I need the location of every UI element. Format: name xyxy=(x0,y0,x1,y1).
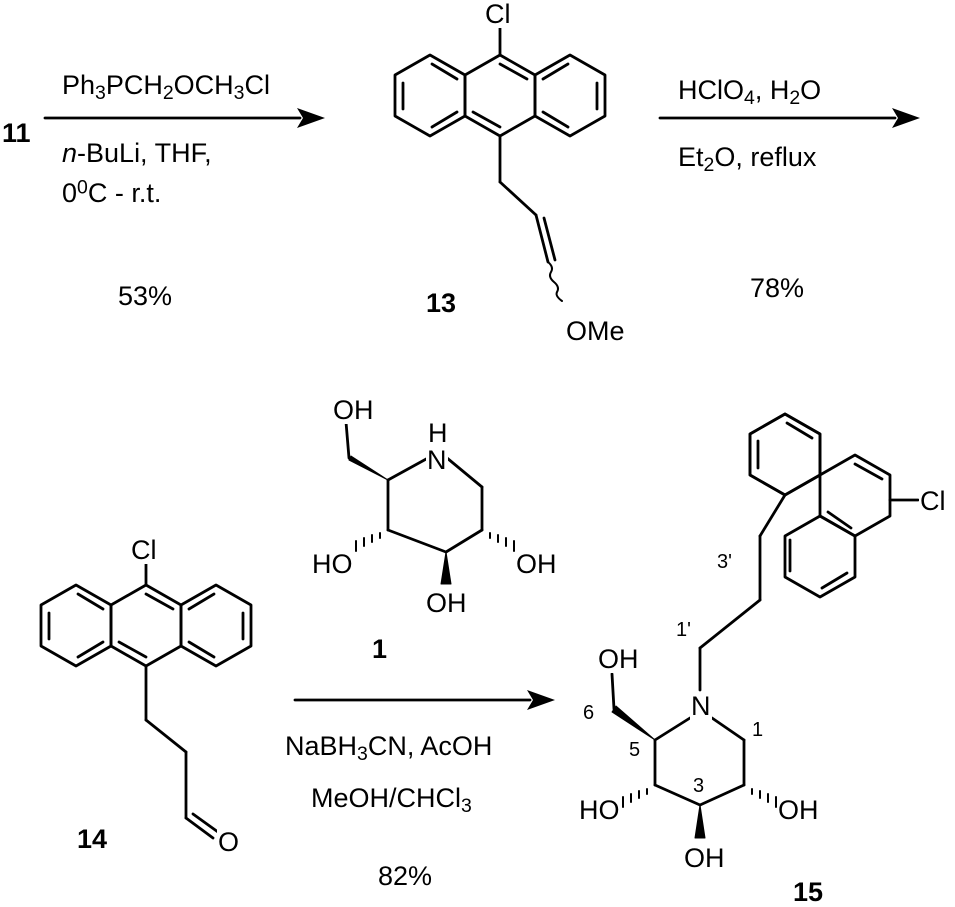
position-label-3: 3 xyxy=(693,775,705,797)
atom-oh-c6-15: OH xyxy=(597,644,640,674)
atom-oh-c4-1: OH xyxy=(515,549,558,579)
position-label-1prime: 1' xyxy=(676,619,691,641)
atom-n-1: N xyxy=(426,445,448,475)
position-label-6: 6 xyxy=(583,702,595,724)
atom-oh-c6-1: OH xyxy=(332,395,375,425)
arrow-step1 xyxy=(43,108,325,128)
compound-label-15: 15 xyxy=(793,877,824,907)
step2-solvent: Et2O, reflux xyxy=(678,142,817,176)
atom-n-15: N xyxy=(690,691,712,721)
atom-oh-c3-1: OH xyxy=(425,588,468,618)
step2-acid: HClO4, H2O xyxy=(678,75,822,109)
atom-oh-c3-15: OH xyxy=(683,843,726,873)
step3-yield: 82% xyxy=(378,861,433,891)
atom-cl-15: Cl xyxy=(919,486,947,516)
arrow-step2 xyxy=(658,108,920,128)
atom-cl-14: Cl xyxy=(130,535,158,565)
position-label-3prime: 3' xyxy=(717,551,732,573)
step1-temperature: 00C - r.t. xyxy=(62,176,162,208)
structure-compound-1 xyxy=(344,420,515,585)
compound-label-1: 1 xyxy=(372,634,388,664)
step3-solvent: MeOH/CHCl3 xyxy=(311,783,472,817)
compound-label-11: 11 xyxy=(2,118,31,148)
atom-oh-c4-15: OH xyxy=(777,795,820,825)
atom-ho-c2-15: HO xyxy=(578,795,621,825)
compound-label-14: 14 xyxy=(77,824,108,854)
arrow-step3 xyxy=(293,690,555,710)
compound-label-13: 13 xyxy=(426,288,457,318)
step1-base: n-BuLi, THF, xyxy=(62,138,212,168)
position-label-1: 1 xyxy=(752,719,764,741)
structure-compound-15 xyxy=(610,412,920,839)
atom-o-14: O xyxy=(217,827,241,857)
step1-reagent: Ph3PCH2OCH3Cl xyxy=(62,70,270,104)
structure-compound-13 xyxy=(393,26,607,302)
atom-h-1: H xyxy=(427,418,449,448)
atom-ome-13: OMe xyxy=(565,316,626,346)
step1-yield: 53% xyxy=(118,281,173,311)
step2-yield: 78% xyxy=(750,273,805,303)
position-label-5: 5 xyxy=(629,739,641,761)
step3-reagent: NaBH3CN, AcOH xyxy=(285,731,493,765)
structure-compound-14 xyxy=(39,560,253,840)
atom-cl-13: Cl xyxy=(484,0,512,29)
atom-ho-c2-1: HO xyxy=(311,549,354,579)
